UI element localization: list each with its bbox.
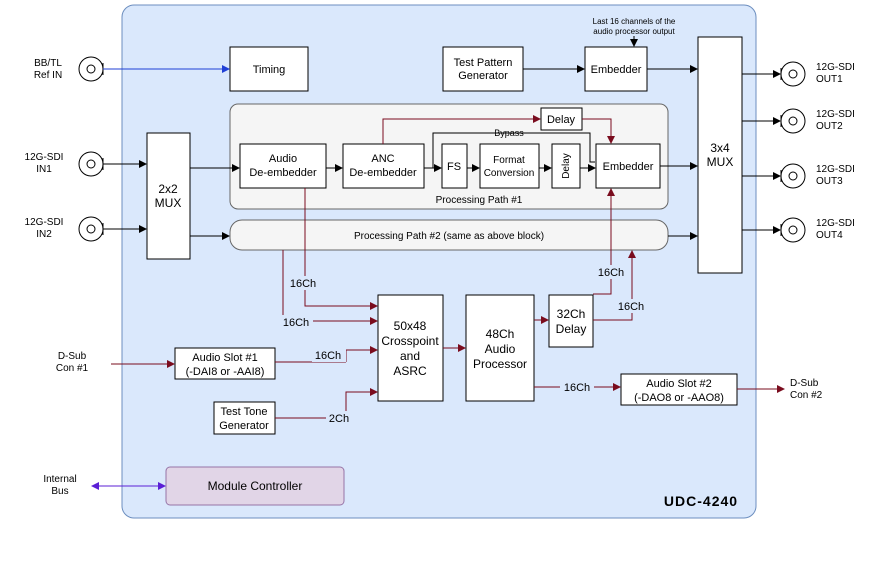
mux-3x4-label-line2: MUX <box>707 155 734 169</box>
mux-2x2 <box>146 132 191 260</box>
delay-vertical-label: Delay <box>561 153 572 179</box>
audio-slot-1 <box>174 347 276 380</box>
out2-label-line1: 12G-SDI <box>816 109 855 120</box>
module-title: UDC-4240 <box>664 493 738 509</box>
embedder-top-block <box>584 46 648 92</box>
out1-label-line1: 12G-SDI <box>816 62 855 73</box>
in1-label-line1: 12G-SDI <box>25 152 64 163</box>
format-conversion-line2: Conversion <box>484 168 535 179</box>
audio-slot-2 <box>620 373 738 406</box>
delay-top-label: Delay <box>547 114 576 126</box>
in1-label-line2: IN1 <box>36 164 52 175</box>
timing-label: Timing <box>253 64 286 76</box>
ch-label-16ch-to-embed: 16Ch <box>598 267 624 279</box>
bnc-connector-ref <box>78 56 104 82</box>
embedder-inner-block <box>595 143 661 189</box>
crosspoint-line3: and <box>400 349 420 363</box>
ch-label-16ch-proc-out: 16Ch <box>564 382 590 394</box>
bnc-connector-out4 <box>780 217 806 243</box>
bnc-connector-in1 <box>78 151 104 177</box>
audio-deembedder-line1: Audio <box>269 153 297 165</box>
module-body <box>121 4 757 519</box>
audio-deembedder <box>239 143 327 189</box>
ch-label-16ch-b: 16Ch <box>283 317 309 329</box>
in2-label-line1: 12G-SDI <box>25 217 64 228</box>
ch-label-2ch-tone: 2Ch <box>329 413 349 425</box>
dsub2-label-line1: D-Sub <box>790 378 819 389</box>
crosspoint-asrc <box>377 294 444 402</box>
delay-vertical-block <box>551 143 581 189</box>
audio-slot-1-line2: (-DAI8 or -AAI8) <box>186 366 265 378</box>
dsub2-label-line2: Con #2 <box>790 390 823 401</box>
dsub1-label-line2: Con #1 <box>56 363 89 374</box>
embedder-note-line2: audio processor output <box>593 27 675 36</box>
bnc-connector-out2 <box>780 108 806 134</box>
format-conversion-line1: Format <box>493 155 525 166</box>
audio-connections <box>111 115 785 419</box>
format-conversion <box>479 143 540 189</box>
ch-label-16ch-slot1: 16Ch <box>315 350 341 362</box>
audio-processor-line1: 48Ch <box>486 327 515 341</box>
mux-3x4 <box>697 36 743 274</box>
ref-input-label-line1: BB/TL <box>34 58 62 69</box>
bypass-label: Bypass <box>494 128 524 138</box>
mux-3x4-label-line1: 3x4 <box>710 141 730 155</box>
bnc-connector-out3 <box>780 163 806 189</box>
audio-processor-line2: Audio <box>485 342 516 356</box>
processing-path-1-label: Processing Path #1 <box>436 195 523 206</box>
test-tone-line2: Generator <box>219 420 269 432</box>
bnc-connector-out1 <box>780 61 806 87</box>
test-tone-generator <box>213 401 276 435</box>
out1-label-line2: OUT1 <box>816 74 843 85</box>
module-controller-label: Module Controller <box>208 479 303 493</box>
bus-label-line1: Internal <box>43 474 76 485</box>
audio-processor-line3: Processor <box>473 357 527 371</box>
delay-32ch <box>548 294 594 348</box>
embedder-top-label: Embedder <box>591 64 642 76</box>
audio-slot-2-line1: Audio Slot #2 <box>646 378 711 390</box>
embedder-note-line1: Last 16 channels of the <box>593 17 676 26</box>
ref-input-label-line2: Ref IN <box>34 70 62 81</box>
out3-label-line1: 12G-SDI <box>816 164 855 175</box>
audio-processor <box>465 294 535 402</box>
audio-slot-1-line1: Audio Slot #1 <box>192 352 257 364</box>
processing-path-2 <box>229 219 669 251</box>
anc-deembedder-line2: De-embedder <box>349 167 417 179</box>
delay-32ch-line2: Delay <box>556 322 587 336</box>
bnc-connector-in2 <box>78 216 104 242</box>
dsub1-label-line1: D-Sub <box>58 351 87 362</box>
ch-label-16ch-delay-out: 16Ch <box>618 301 644 313</box>
test-pattern-generator <box>442 46 524 92</box>
processing-path-2-label: Processing Path #2 (same as above block) <box>354 231 544 242</box>
out4-label-line2: OUT4 <box>816 230 843 241</box>
anc-deembedder <box>342 143 425 189</box>
delay-32ch-line1: 32Ch <box>557 307 586 321</box>
crosspoint-line2: Crosspoint <box>381 334 439 348</box>
mux-2x2-label-line2: MUX <box>155 196 182 210</box>
out4-label-line1: 12G-SDI <box>816 218 855 229</box>
anc-deembedder-line1: ANC <box>371 153 394 165</box>
test-tone-line1: Test Tone <box>221 406 268 418</box>
out2-label-line2: OUT2 <box>816 121 843 132</box>
test-pattern-label-line2: Generator <box>458 70 508 82</box>
fs-block <box>441 143 468 189</box>
audio-deembedder-line2: De-embedder <box>249 167 317 179</box>
video-connections <box>103 36 781 240</box>
audio-slot-2-line2: (-DAO8 or -AAO8) <box>634 392 724 404</box>
mux-2x2-label-line1: 2x2 <box>158 182 178 196</box>
ch-label-16ch-a: 16Ch <box>290 278 316 290</box>
embedder-inner-label: Embedder <box>603 161 654 173</box>
crosspoint-line4: ASRC <box>393 364 427 378</box>
in2-label-line2: IN2 <box>36 229 52 240</box>
out3-label-line2: OUT3 <box>816 176 843 187</box>
bus-label-line2: Bus <box>51 486 68 497</box>
test-pattern-label-line1: Test Pattern <box>454 57 513 69</box>
fs-label: FS <box>447 161 461 173</box>
timing-block <box>229 46 309 92</box>
crosspoint-line1: 50x48 <box>394 319 427 333</box>
module-controller <box>165 466 345 506</box>
